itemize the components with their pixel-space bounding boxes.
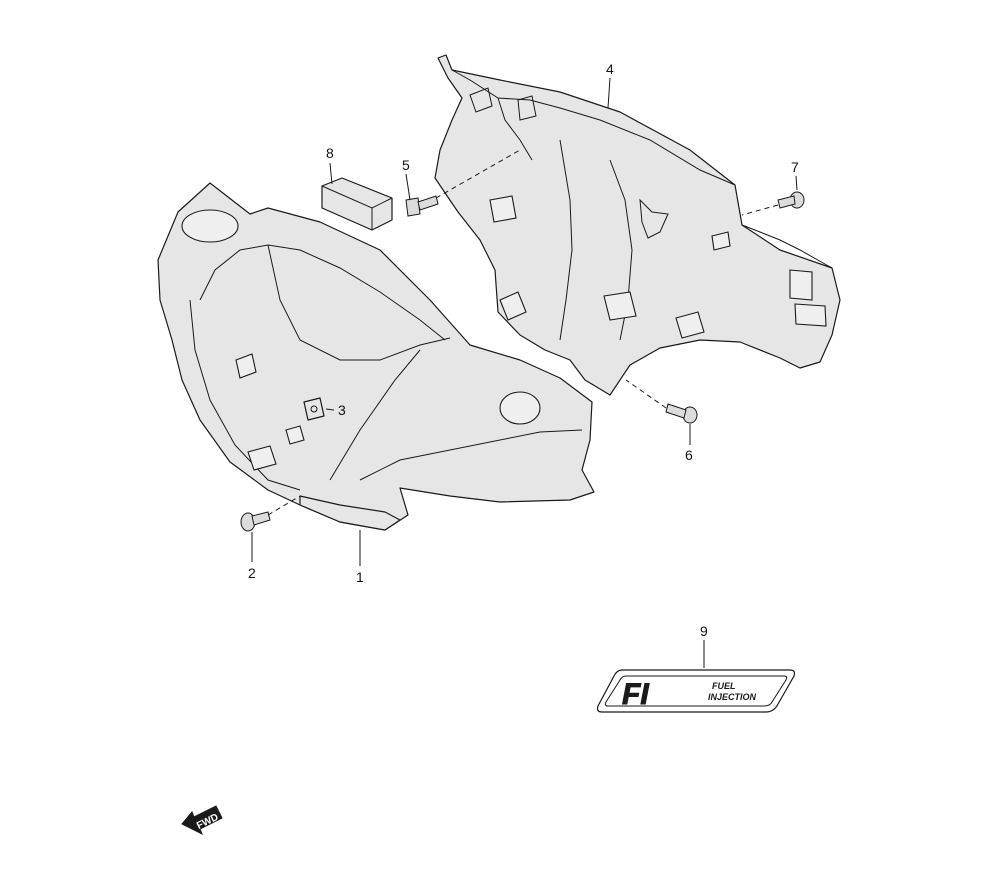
pad-part [321, 177, 393, 231]
callout-3: 3 [338, 402, 346, 418]
nut-part [303, 397, 325, 421]
callout-5: 5 [402, 157, 410, 173]
emblem-line2: INJECTION [708, 692, 757, 702]
screw-5 [405, 195, 439, 217]
front-handlebar-cover [157, 182, 595, 531]
callout-2: 2 [248, 565, 256, 581]
callout-9: 9 [700, 623, 708, 639]
callout-4: 4 [606, 61, 614, 77]
callout-8: 8 [326, 145, 334, 161]
callout-1: 1 [356, 569, 364, 585]
emblem-logo: FI [622, 678, 649, 711]
fi-fuel-injection-emblem: FI FUEL INJECTION [596, 669, 796, 713]
screw-7 [777, 191, 805, 209]
screw-2 [240, 511, 271, 532]
rear-handlebar-cover [434, 54, 841, 396]
emblem-line1: FUEL [712, 681, 736, 691]
leader-lines [251, 77, 798, 668]
callout-7: 7 [791, 159, 799, 175]
forward-direction-arrow: FWD [181, 805, 223, 836]
screw-6 [665, 403, 698, 424]
callout-6: 6 [685, 447, 693, 463]
